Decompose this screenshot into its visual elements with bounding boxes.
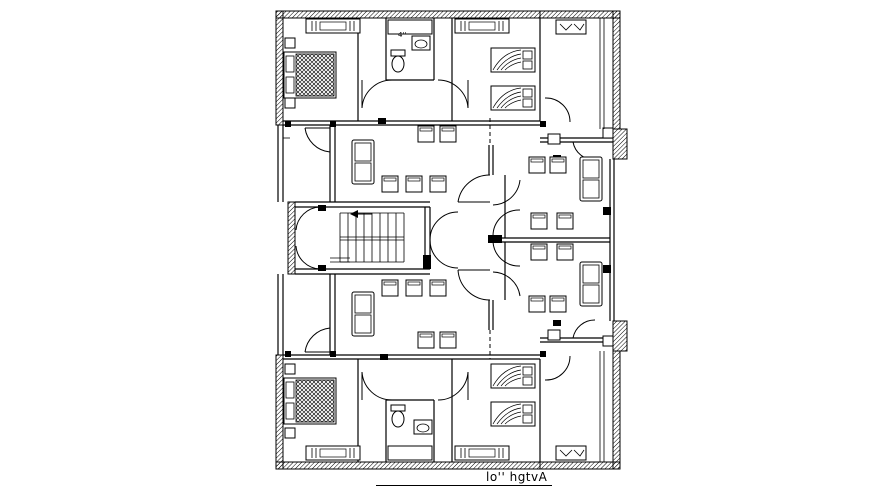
single-bed-icon xyxy=(490,85,536,111)
bathtub-icon xyxy=(387,19,433,35)
sofa-icon xyxy=(579,261,603,307)
side-table-icon xyxy=(284,363,296,375)
bathtub-icon xyxy=(387,445,433,461)
outer-walls xyxy=(275,10,628,470)
armchair-icon xyxy=(530,243,548,261)
door-swings xyxy=(295,79,596,401)
caption-underline xyxy=(376,485,552,486)
side-table-icon xyxy=(284,97,296,109)
armchair-icon xyxy=(439,125,457,143)
toilet-icon xyxy=(390,404,406,428)
sofa-icon xyxy=(351,291,375,337)
side-table-icon xyxy=(602,127,614,139)
armchair-icon xyxy=(439,331,457,349)
wardrobe-icon xyxy=(305,18,361,34)
armchair-icon xyxy=(429,175,447,193)
wardrobe-icon xyxy=(454,18,510,34)
drawing-caption: lo'' hgtvA xyxy=(486,470,548,484)
staircase xyxy=(330,212,405,263)
dimension-label: 4'' xyxy=(398,31,406,39)
side-table-icon xyxy=(284,37,296,49)
armchair-icon xyxy=(429,279,447,297)
sink-icon xyxy=(411,35,431,51)
toilet-icon xyxy=(390,49,406,73)
armchair-icon xyxy=(556,212,574,230)
window-strips xyxy=(283,18,605,462)
armchair-icon xyxy=(381,175,399,193)
kitchen-counter-icon xyxy=(555,19,587,35)
armchair-icon xyxy=(405,279,423,297)
double-bed-icon xyxy=(283,51,337,99)
kitchen-counter-icon xyxy=(555,445,587,461)
side-table-icon xyxy=(547,133,561,145)
sofa-icon xyxy=(351,139,375,185)
sofa-icon xyxy=(579,156,603,202)
armchair-icon xyxy=(530,212,548,230)
armchair-icon xyxy=(556,243,574,261)
armchair-icon xyxy=(405,175,423,193)
side-table-icon xyxy=(547,329,561,341)
single-bed-icon xyxy=(490,401,536,427)
wardrobe-icon xyxy=(305,445,361,461)
armchair-icon xyxy=(417,125,435,143)
armchair-icon xyxy=(528,156,546,174)
armchair-icon xyxy=(417,331,435,349)
armchair-icon xyxy=(528,295,546,313)
interior-walls xyxy=(277,18,615,462)
sink-icon xyxy=(413,419,433,435)
armchair-icon xyxy=(381,279,399,297)
stair-direction-arrow xyxy=(350,210,358,218)
side-table-icon xyxy=(284,427,296,439)
armchair-icon xyxy=(549,156,567,174)
single-bed-icon xyxy=(490,47,536,73)
columns xyxy=(285,118,611,360)
wardrobe-icon xyxy=(454,445,510,461)
double-bed-icon xyxy=(283,377,337,425)
side-table-icon xyxy=(602,335,614,347)
single-bed-icon xyxy=(490,363,536,389)
armchair-icon xyxy=(549,295,567,313)
